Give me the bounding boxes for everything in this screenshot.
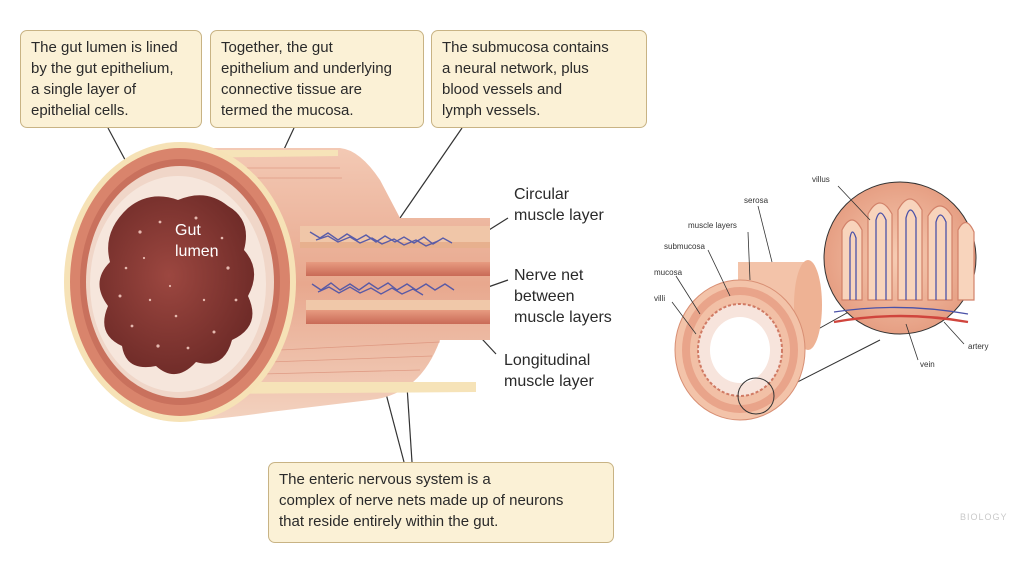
callout-gut-lumen-lining: The gut lumen is lined by the gut epithe… xyxy=(20,30,202,128)
label-nerve-net: Nerve net between muscle layers xyxy=(514,267,612,326)
label-longitudinal-muscle-layer: Longitudinal muscle layer xyxy=(504,352,594,390)
callout-submucosa: The submucosa contains a neural network,… xyxy=(431,30,647,128)
label-villi: villi xyxy=(654,294,666,303)
watermark: BIOLOGY xyxy=(960,512,1008,522)
label-mucosa: mucosa xyxy=(654,268,683,277)
callout-enteric-nervous-system: The enteric nervous system is a complex … xyxy=(268,462,614,543)
label-circular-muscle-layer: Circular muscle layer xyxy=(514,186,604,224)
label-submucosa: submucosa xyxy=(664,242,705,251)
intestine-cross-section xyxy=(674,260,881,421)
label-vein: vein xyxy=(920,360,935,369)
villi-magnified-view xyxy=(671,181,977,361)
label-muscle-layers: muscle layers xyxy=(688,221,737,230)
label-villus: villus xyxy=(812,175,830,184)
gut-cross-section-face xyxy=(64,142,296,422)
label-artery: artery xyxy=(968,342,989,351)
label-gut-lumen: Gut lumen xyxy=(175,222,219,260)
label-serosa: serosa xyxy=(744,196,769,205)
callout-mucosa: Together, the gut epithelium and underly… xyxy=(210,30,424,128)
